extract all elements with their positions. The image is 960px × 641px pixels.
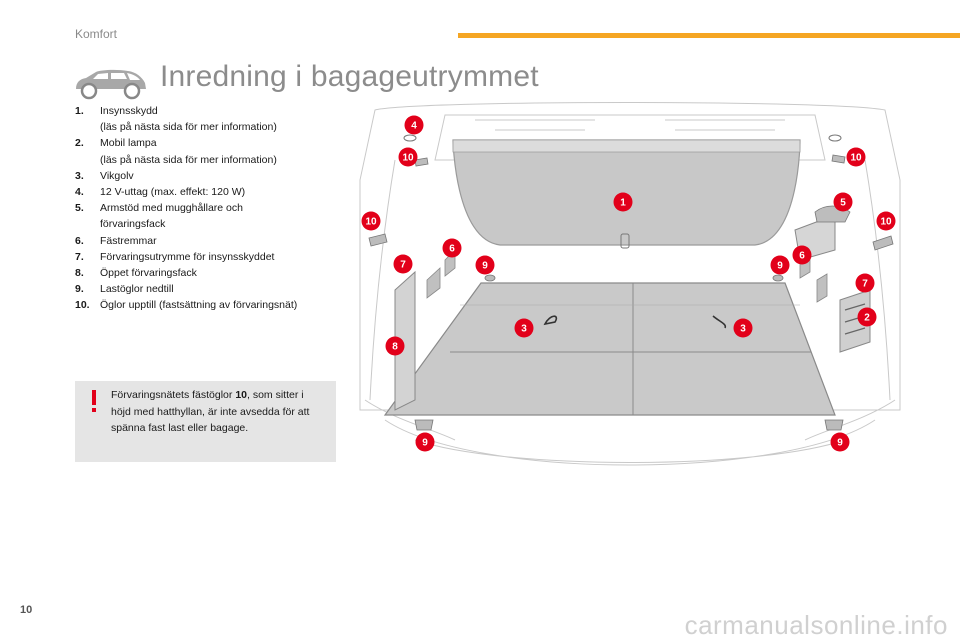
callout-8: 8 xyxy=(385,336,405,356)
legend-text: Öppet förvaringsfack xyxy=(100,267,197,280)
legend-list: 1. Insynsskydd (läs på nästa sida för mer … xyxy=(75,103,345,314)
callout-3-left: 3 xyxy=(514,318,534,338)
callout-6-right: 6 xyxy=(792,245,812,265)
callout-10-upper-left: 10 xyxy=(398,147,418,167)
svg-text:10: 10 xyxy=(365,217,377,228)
callout-9-mid-left: 9 xyxy=(475,255,495,275)
callout-9-mid-right: 9 xyxy=(770,255,790,275)
legend-number xyxy=(75,152,100,168)
callout-2: 2 xyxy=(857,307,877,327)
callout-9-bottom-right: 9 xyxy=(830,432,850,452)
svg-text:10: 10 xyxy=(402,153,414,164)
svg-text:7: 7 xyxy=(400,260,406,271)
svg-text:10: 10 xyxy=(880,217,892,228)
legend-number: 4. xyxy=(75,186,84,199)
callout-10-upper-right: 10 xyxy=(846,147,866,167)
legend-text: Fästremmar xyxy=(100,234,157,247)
trunk-illustration: 1 2 3 3 4 5 6 6 7 7 8 9 9 9 9 10 10 10 1… xyxy=(359,102,901,466)
svg-text:3: 3 xyxy=(740,324,746,335)
legend-item: 10. Öglor upptill (fastsättning av förvar… xyxy=(75,297,345,313)
legend-text: Förvaringsutrymme för insynsskyddet xyxy=(100,250,275,263)
legend-item: (läs på nästa sida för mer information) xyxy=(75,152,345,168)
legend-text: (läs på nästa sida för mer information) xyxy=(100,153,277,166)
legend-item: 6. Fästremmar xyxy=(75,233,345,249)
callout-10-lower-right: 10 xyxy=(876,211,896,231)
callout-7-right: 7 xyxy=(855,273,875,293)
svg-text:9: 9 xyxy=(777,261,783,272)
svg-text:1: 1 xyxy=(620,198,626,209)
legend-number: 3. xyxy=(75,169,84,182)
svg-text:2: 2 xyxy=(864,313,870,324)
svg-text:10: 10 xyxy=(850,153,862,164)
svg-text:9: 9 xyxy=(422,438,428,449)
legend-text: förvaringsfack xyxy=(100,218,166,231)
legend-text: (läs på nästa sida för mer information) xyxy=(100,121,277,134)
legend-item: 9. Lastöglor nedtill xyxy=(75,281,345,297)
callout-7-left: 7 xyxy=(393,254,413,274)
svg-text:7: 7 xyxy=(862,279,868,290)
callout-3-right: 3 xyxy=(733,318,753,338)
svg-text:6: 6 xyxy=(799,251,805,262)
car-icon xyxy=(76,69,146,100)
exclamation-icon xyxy=(92,390,96,412)
callout-6-left: 6 xyxy=(442,238,462,258)
page-title: Inredning i bagageutrymmet xyxy=(160,60,539,93)
svg-text:9: 9 xyxy=(482,261,488,272)
legend-item: 1. Insynsskydd xyxy=(75,103,345,119)
legend-number: 5. xyxy=(75,202,84,215)
svg-text:5: 5 xyxy=(840,198,846,209)
callout-4: 4 xyxy=(404,115,424,135)
legend-number: 7. xyxy=(75,250,84,263)
legend-text: Lastöglor nedtill xyxy=(100,283,174,296)
legend-text: Insynsskydd xyxy=(100,105,158,117)
legend-item: 3. Vikgolv xyxy=(75,168,345,184)
legend-number: 2. xyxy=(75,137,84,150)
legend-item: (läs på nästa sida för mer information) xyxy=(75,119,345,135)
note-text: Förvaringsnätets fästöglor 10, som sitte… xyxy=(111,389,310,434)
legend-item: 8. Öppet förvaringsfack xyxy=(75,265,345,281)
legend-item: 2. Mobil lampa xyxy=(75,135,345,151)
callout-9-bottom-left: 9 xyxy=(415,432,435,452)
legend-number: 9. xyxy=(75,283,84,296)
svg-text:9: 9 xyxy=(837,438,843,449)
svg-text:4: 4 xyxy=(411,121,417,132)
legend-text: Vikgolv xyxy=(100,169,134,182)
watermark: carmanualsonline.info xyxy=(684,610,948,640)
legend-item: 7. Förvaringsutrymme för insynsskyddet xyxy=(75,249,345,265)
legend-item: 4. 12 V-uttag (max. effekt: 120 W) xyxy=(75,184,345,200)
page-number: 10 xyxy=(20,604,33,616)
svg-text:8: 8 xyxy=(392,342,398,353)
legend-text: Mobil lampa xyxy=(100,137,157,150)
legend-number xyxy=(75,216,100,232)
section-accent-bar xyxy=(458,33,960,38)
callout-5: 5 xyxy=(833,192,853,212)
legend-number xyxy=(75,119,100,135)
legend-text: Öglor upptill (fastsättning av förvaring… xyxy=(100,299,298,312)
svg-text:6: 6 xyxy=(449,244,455,255)
section-label: Komfort xyxy=(75,27,118,41)
legend-number: 8. xyxy=(75,267,84,280)
legend-text: 12 V-uttag (max. effekt: 120 W) xyxy=(100,186,246,199)
callout-10-lower-left: 10 xyxy=(361,211,381,231)
legend-number: 6. xyxy=(75,234,84,247)
callout-1: 1 xyxy=(613,192,633,212)
legend-number: 10. xyxy=(75,299,90,312)
warning-note: Förvaringsnätets fästöglor 10, som sitte… xyxy=(75,381,336,462)
legend-number: 1. xyxy=(75,105,84,117)
legend-item: 5. Armstöd med mugghållare och xyxy=(75,200,345,216)
legend-item: förvaringsfack xyxy=(75,216,345,232)
legend-text: Armstöd med mugghållare och xyxy=(100,202,243,215)
svg-text:3: 3 xyxy=(521,324,527,335)
